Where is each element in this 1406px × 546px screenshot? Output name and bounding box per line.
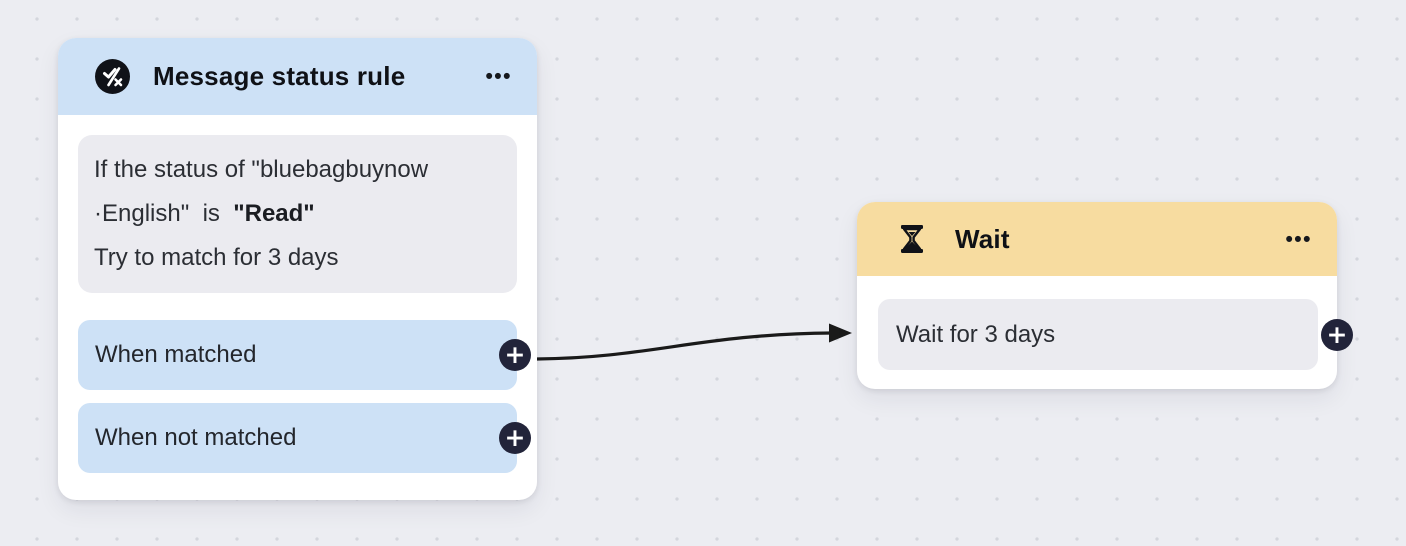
more-menu-button[interactable]: ••• xyxy=(485,65,512,88)
add-step-when-not-matched-button[interactable]: + xyxy=(499,422,531,454)
wait-summary[interactable]: Wait for 3 days xyxy=(878,299,1318,370)
condition-line-2-value: "Read" xyxy=(233,200,315,227)
branch-when-not-matched[interactable]: When not matched + xyxy=(78,403,531,473)
add-step-after-wait-button[interactable]: + xyxy=(1321,319,1353,351)
condition-line-3: Try to match for 3 days xyxy=(94,244,339,271)
node-title: Wait xyxy=(955,223,1010,254)
condition-line-2: ·English" is "Read" xyxy=(94,192,501,236)
branch-label: When not matched xyxy=(95,424,297,451)
node-title: Message status rule xyxy=(153,61,406,91)
edge-path xyxy=(535,331,834,361)
branch-label: When matched xyxy=(95,341,257,368)
node-body: If the status of "bluebagbuynow ·English… xyxy=(58,115,537,473)
node-wait-header[interactable]: Wait ••• xyxy=(857,202,1337,276)
node-message-status-rule[interactable]: Message status rule ••• If the status of… xyxy=(58,38,537,500)
more-menu-button[interactable]: ••• xyxy=(1285,227,1312,251)
node-wait[interactable]: Wait ••• Wait for 3 days + xyxy=(857,202,1353,389)
node-body: Wait for 3 days xyxy=(857,276,1337,370)
condition-line-2-text: ·English" is xyxy=(94,200,234,227)
condition-summary[interactable]: If the status of "bluebagbuynow ·English… xyxy=(78,135,517,293)
hourglass-icon xyxy=(897,223,927,255)
wait-summary-text: Wait for 3 days xyxy=(896,320,1056,348)
branch-when-matched[interactable]: When matched + xyxy=(78,320,531,390)
check-cross-rule-icon xyxy=(95,59,130,94)
edge-arrowhead-icon xyxy=(829,323,852,343)
add-step-when-matched-button[interactable]: + xyxy=(499,339,531,371)
condition-line-1: If the status of "bluebagbuynow xyxy=(94,156,429,183)
node-message-status-rule-header[interactable]: Message status rule ••• xyxy=(58,38,537,115)
